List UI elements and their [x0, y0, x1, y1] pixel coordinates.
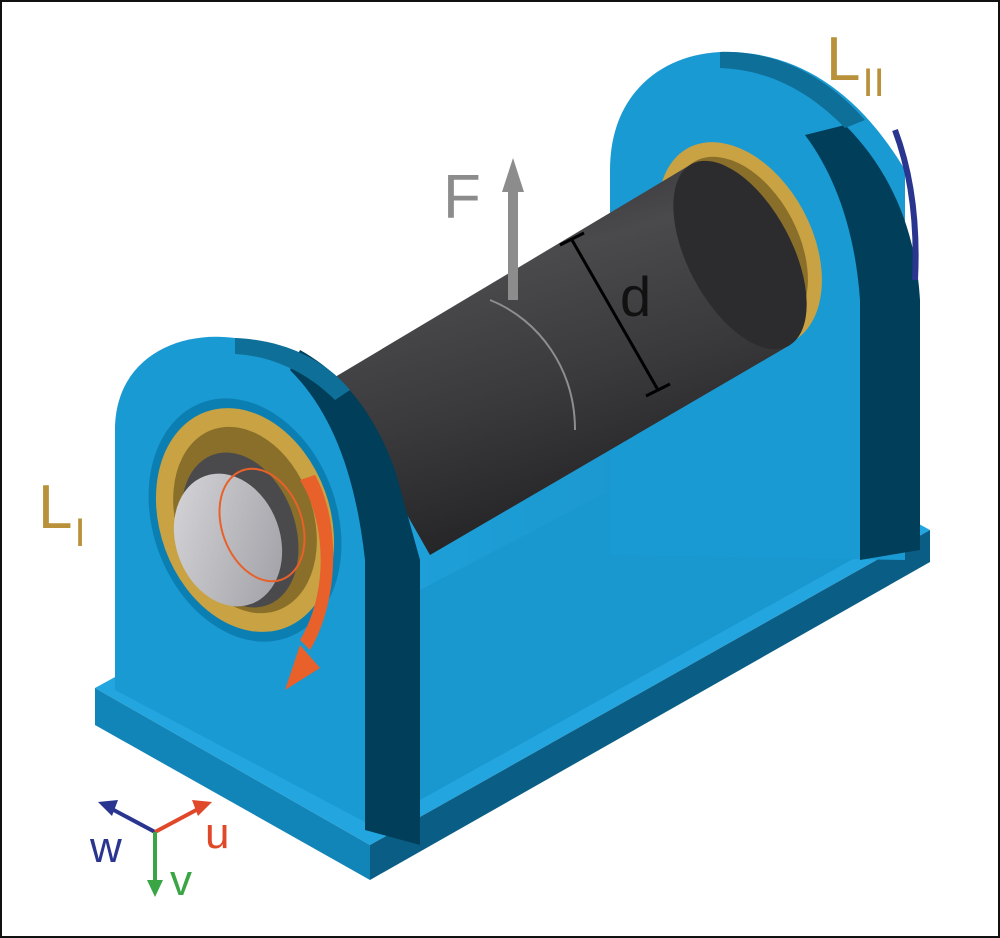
w-axis — [109, 806, 156, 834]
left-support — [115, 336, 420, 845]
coordinate-triad — [98, 800, 212, 897]
shaft-end-face — [173, 473, 283, 607]
bearing-left-label: LI — [38, 473, 86, 555]
right-rotation-indicator — [892, 128, 919, 281]
w-axis-arrowhead — [98, 800, 118, 816]
shaft-shoulder-line — [489, 299, 576, 431]
u-axis-arrowhead — [192, 800, 212, 816]
u-axis — [154, 806, 201, 834]
u-axis-label: u — [205, 809, 229, 858]
force-label: F — [443, 163, 481, 232]
force-arrow — [502, 158, 524, 300]
diameter-label: d — [620, 265, 651, 328]
diameter-dimension — [559, 231, 671, 398]
shaft — [330, 160, 807, 555]
v-axis-arrowhead — [147, 880, 163, 897]
v-axis-label: v — [170, 856, 192, 905]
w-axis-label: w — [89, 823, 122, 872]
rotation-arrow-arc — [300, 475, 334, 650]
bearing-right-label: LII — [826, 25, 885, 105]
rotation-arrowhead — [285, 645, 320, 690]
